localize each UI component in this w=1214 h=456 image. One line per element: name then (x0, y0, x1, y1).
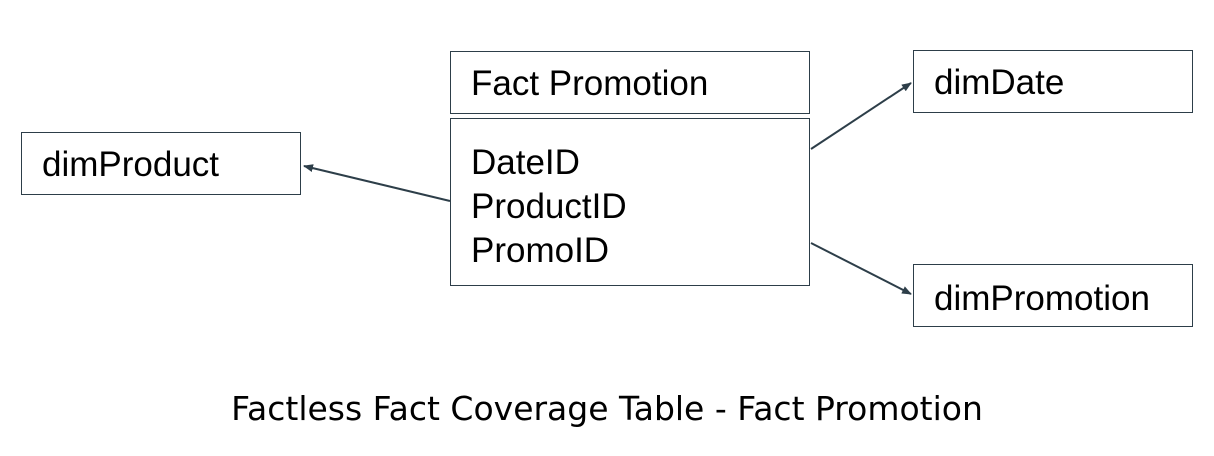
fact-field-product-id: ProductID (471, 187, 627, 226)
dim-product-box: dimProduct (21, 132, 301, 195)
dim-promotion-box: dimPromotion (913, 264, 1193, 327)
arrow-to-dim-product (303, 164, 451, 202)
diagram-caption: Factless Fact Coverage Table - Fact Prom… (231, 389, 983, 428)
fact-table-fields-box: DateID ProductID PromoID (450, 118, 810, 286)
fact-table-title: Fact Promotion (471, 64, 709, 103)
fact-field-list: DateID ProductID PromoID (471, 141, 627, 273)
arrow-to-dim-date (810, 82, 912, 150)
dim-product-label: dimProduct (42, 145, 220, 184)
fact-table-title-box: Fact Promotion (450, 51, 810, 114)
dim-date-box: dimDate (913, 50, 1193, 113)
fact-field-date-id: DateID (471, 143, 580, 182)
dim-promotion-label: dimPromotion (934, 279, 1150, 318)
fact-field-promo-id: PromoID (471, 231, 610, 270)
arrow-to-dim-promotion (810, 242, 912, 295)
dim-date-label: dimDate (934, 63, 1065, 102)
